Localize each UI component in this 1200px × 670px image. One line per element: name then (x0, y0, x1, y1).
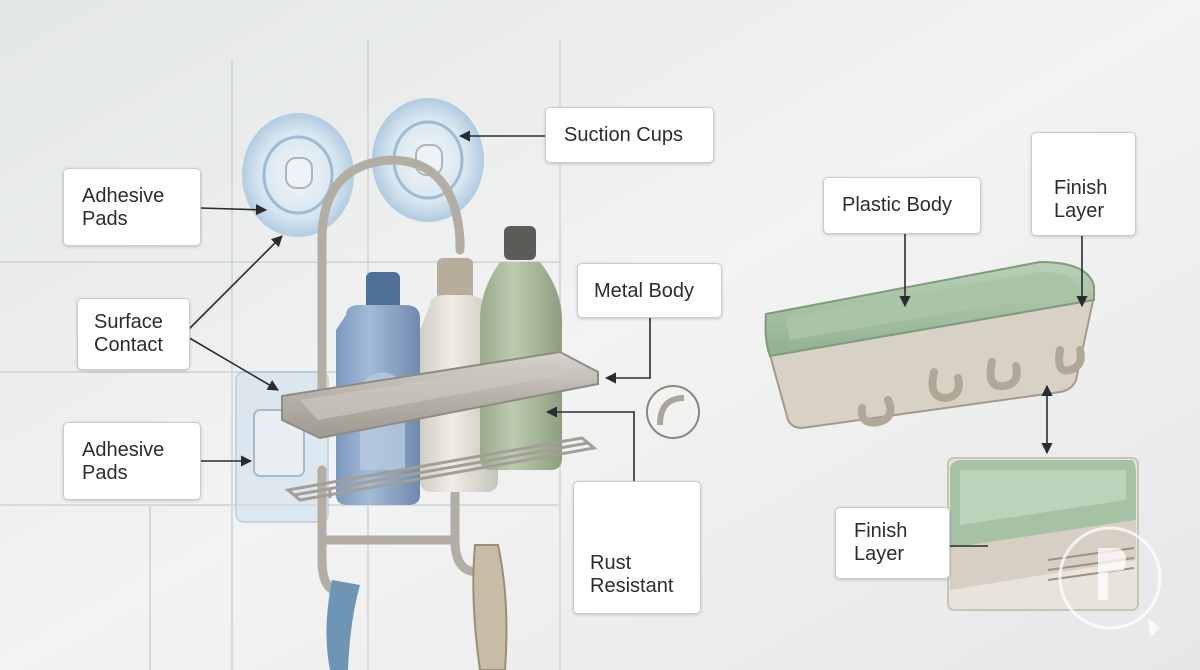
metal-tray (281, 350, 599, 440)
label-line: Pads (82, 208, 128, 230)
leader-lines (185, 130, 1088, 547)
label-finish-layer-bottom: Finish Layer (835, 507, 950, 579)
label-line: Metal Body (594, 280, 695, 302)
label-metal-body: Metal Body (577, 263, 722, 318)
label-finish-layer-top: Finish Layer (1031, 132, 1136, 236)
label-line: Suction Cups (564, 124, 683, 146)
label-line: Layer (1054, 200, 1105, 222)
label-suction-cups: Suction Cups (545, 107, 714, 163)
label-line: Rust (590, 552, 632, 574)
wire-rack (284, 436, 598, 502)
label-line: Layer (854, 543, 905, 565)
label-line: Pads (82, 462, 128, 484)
label-adhesive-pads-top: Adhesive Pads (63, 168, 201, 246)
label-rust-resistant: Rust Resistant (573, 481, 701, 614)
label-adhesive-pads-bottom: Adhesive Pads (63, 422, 201, 500)
plastic-tray (764, 260, 1096, 430)
label-line: Adhesive (82, 439, 165, 461)
rust-detail-circle (646, 385, 700, 439)
label-plastic-body: Plastic Body (823, 177, 981, 234)
hanging-towel (326, 544, 508, 670)
label-surface-contact: Surface Contact (77, 298, 190, 370)
label-line: Resistant (590, 575, 674, 597)
label-line: Contact (94, 334, 163, 356)
finish-detail-panel (947, 457, 1139, 611)
label-line: Finish (854, 520, 908, 542)
label-line: Adhesive (82, 185, 165, 207)
label-line: Surface (94, 311, 163, 333)
label-line: Plastic Body (842, 194, 953, 216)
label-line: Finish (1054, 177, 1108, 199)
watermark-logo-icon (1058, 526, 1162, 638)
